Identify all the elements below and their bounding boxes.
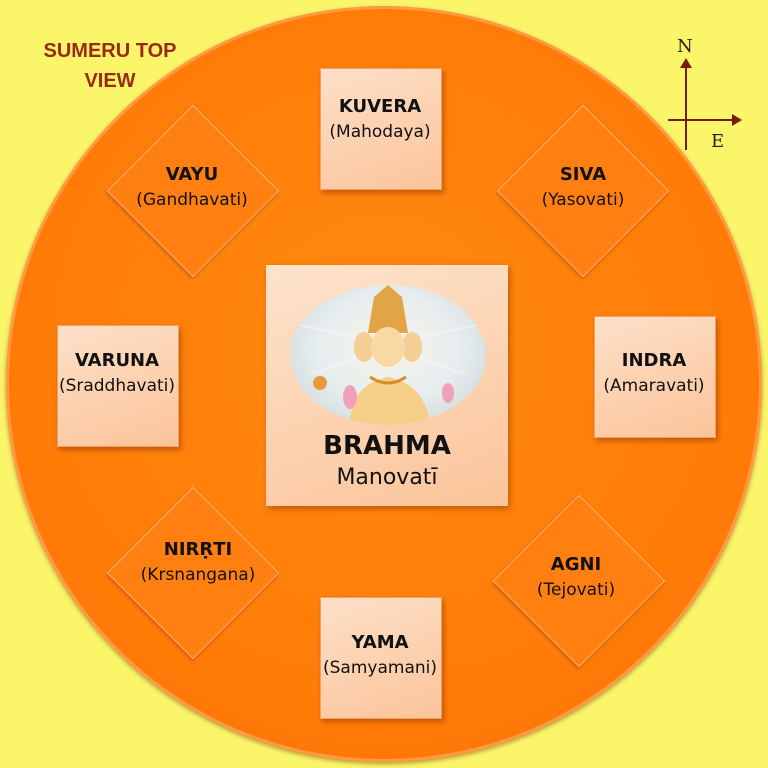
yama-box xyxy=(320,597,442,719)
region-name: VARUNA xyxy=(74,350,160,371)
region-yama: YAMA (Samyamani) xyxy=(290,630,470,680)
region-name: AGNI xyxy=(550,554,602,575)
region-kuvera: KUVERA (Mahodaya) xyxy=(290,94,470,144)
region-city: (Sraddhavati) xyxy=(58,376,176,396)
brahma-portrait xyxy=(290,285,486,425)
region-name: KUVERA xyxy=(338,96,422,117)
compass-north-arrow xyxy=(685,62,687,150)
region-city: (Krsnangana) xyxy=(140,565,256,585)
region-name: VAYU xyxy=(165,164,219,185)
region-city: (Yasovati) xyxy=(541,190,625,210)
compass-north-label: N xyxy=(677,36,693,57)
region-vayu: VAYU (Gandhavati) xyxy=(102,162,282,212)
arrow-up-icon xyxy=(680,58,692,68)
region-varuna: VARUNA (Sraddhavati) xyxy=(27,348,207,398)
center-city: Manovatī xyxy=(336,465,438,490)
region-city: (Mahodaya) xyxy=(329,122,431,142)
varuna-box xyxy=(57,325,179,447)
region-city: (Gandhavati) xyxy=(136,190,248,210)
brahma-figure-icon xyxy=(299,285,477,425)
region-city: (Tejovati) xyxy=(536,580,616,600)
region-nirrti: NIRṚTI (Krsnangana) xyxy=(108,537,288,587)
region-city: (Samyamani) xyxy=(323,658,437,678)
region-siva: SIVA (Yasovati) xyxy=(493,162,673,212)
region-name: INDRA xyxy=(621,350,687,371)
arrow-right-icon xyxy=(732,114,742,126)
region-name: SIVA xyxy=(559,164,607,185)
region-agni: AGNI (Tejovati) xyxy=(486,552,666,602)
region-indra: INDRA (Amaravati) xyxy=(564,348,744,398)
diagram-title: SUMERU TOP VIEW xyxy=(43,40,177,92)
brahma-center-box: BRAHMA Manovatī xyxy=(266,265,508,506)
compass-east-label: E xyxy=(711,131,725,152)
center-name: BRAHMA xyxy=(323,431,451,461)
indra-box xyxy=(594,316,716,438)
region-name: NIRṚTI xyxy=(163,539,233,560)
compass-east-arrow xyxy=(668,119,736,121)
kuvera-box xyxy=(320,68,442,190)
region-name: YAMA xyxy=(351,632,409,653)
region-city: (Amaravati) xyxy=(603,376,705,396)
